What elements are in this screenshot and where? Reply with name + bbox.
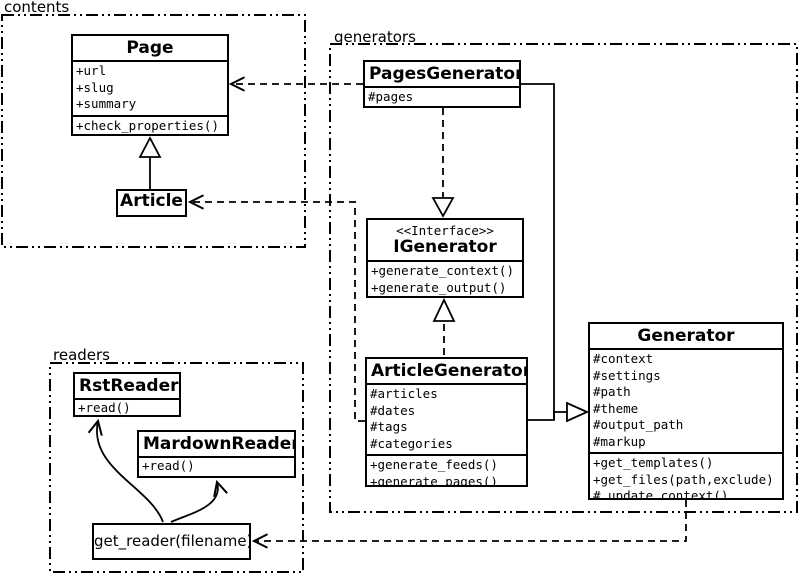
class-pagesgenerator-attributes: #pages — [365, 86, 519, 106]
edge-articlegenerator-depends-article — [190, 202, 365, 422]
method: +generate_feeds() — [370, 457, 498, 472]
class-page: Page +url +slug +summary +check_properti… — [71, 34, 229, 136]
method: +get_files(path,exclude) — [593, 471, 774, 487]
class-mardownreader: MardownReader +read() — [137, 430, 296, 478]
attribute: #tags — [370, 419, 408, 434]
method: +generate_output() — [371, 279, 507, 295]
method: +check_properties() — [76, 117, 219, 133]
class-pagesgenerator-title: PagesGenerator — [369, 64, 521, 84]
class-article-title: Article — [120, 191, 183, 211]
class-igenerator: <<Interface>> IGenerator +generate_conte… — [366, 218, 524, 298]
class-page-attributes: +url +slug +summary — [73, 60, 227, 115]
class-articlegenerator-attributes: #articles #dates #tags #categories — [367, 383, 526, 454]
attribute: #articles — [370, 386, 438, 401]
attribute: #dates — [370, 402, 416, 418]
method: #_update_context() — [593, 488, 729, 500]
edge-articlegenerator-implements-igenerator — [432, 297, 456, 355]
edge-article-extends-page — [138, 136, 162, 189]
method: +read() — [142, 458, 195, 473]
package-contents-border — [1, 14, 306, 248]
method: +read() — [78, 400, 131, 415]
class-pagesgenerator: PagesGenerator #pages — [363, 60, 521, 108]
edge-pagesgenerator-extends-generator — [520, 83, 555, 420]
attribute: +slug — [76, 79, 114, 95]
class-article: Article — [116, 189, 187, 217]
class-articlegenerator-methods: +generate_feeds() +generate_pages() — [367, 454, 526, 487]
edge-getreader-to-mardownreader — [170, 482, 218, 523]
attribute: #settings — [593, 367, 661, 383]
attribute: #path — [593, 384, 631, 399]
attribute: #pages — [368, 89, 414, 104]
attribute: #markup — [593, 433, 646, 449]
attribute: #theme — [593, 400, 639, 416]
class-igenerator-methods: +generate_context() +generate_output() — [368, 260, 522, 296]
attribute: +url — [76, 63, 107, 78]
package-label-readers: readers — [53, 346, 110, 364]
attribute: #categories — [370, 435, 453, 451]
class-page-title: Page — [126, 38, 174, 58]
method: +generate_context() — [371, 263, 514, 278]
class-articlegenerator-title: ArticleGenerator — [371, 361, 528, 381]
function-get-reader: get_reader(filename) — [92, 523, 252, 560]
class-generator-attributes: #context #settings #path #theme #output_… — [590, 348, 782, 452]
class-igenerator-stereotype: <<Interface>> — [396, 223, 494, 238]
class-mardownreader-title: MardownReader — [143, 434, 296, 454]
edge-articlegenerator-extends-generator — [527, 401, 590, 423]
package-label-contents: contents — [4, 0, 70, 16]
class-rstreader: RstReader +read() — [73, 372, 181, 417]
edge-pagesgenerator-implements-igenerator — [431, 108, 455, 218]
class-mardownreader-methods: +read() — [139, 456, 294, 476]
class-rstreader-methods: +read() — [75, 398, 179, 415]
class-generator-title: Generator — [637, 326, 735, 346]
method: +generate_pages() — [370, 473, 498, 487]
edge-generator-depends-getreader — [254, 500, 687, 541]
class-generator: Generator #context #settings #path #them… — [588, 322, 784, 500]
package-readers-border — [49, 362, 304, 573]
edge-getreader-to-rstreader — [97, 421, 164, 523]
class-articlegenerator: ArticleGenerator #articles #dates #tags … — [365, 357, 528, 487]
class-rstreader-title: RstReader — [79, 376, 179, 396]
class-generator-methods: +get_templates() +get_files(path,exclude… — [590, 452, 782, 500]
method: +get_templates() — [593, 455, 714, 470]
attribute: #context — [593, 351, 654, 366]
package-label-generators: generators — [334, 28, 416, 46]
attribute: +summary — [76, 96, 137, 111]
package-generators-border — [329, 43, 798, 513]
class-igenerator-title: IGenerator — [393, 237, 497, 257]
attribute: #output_path — [593, 417, 684, 432]
class-page-methods: +check_properties() — [73, 114, 227, 135]
